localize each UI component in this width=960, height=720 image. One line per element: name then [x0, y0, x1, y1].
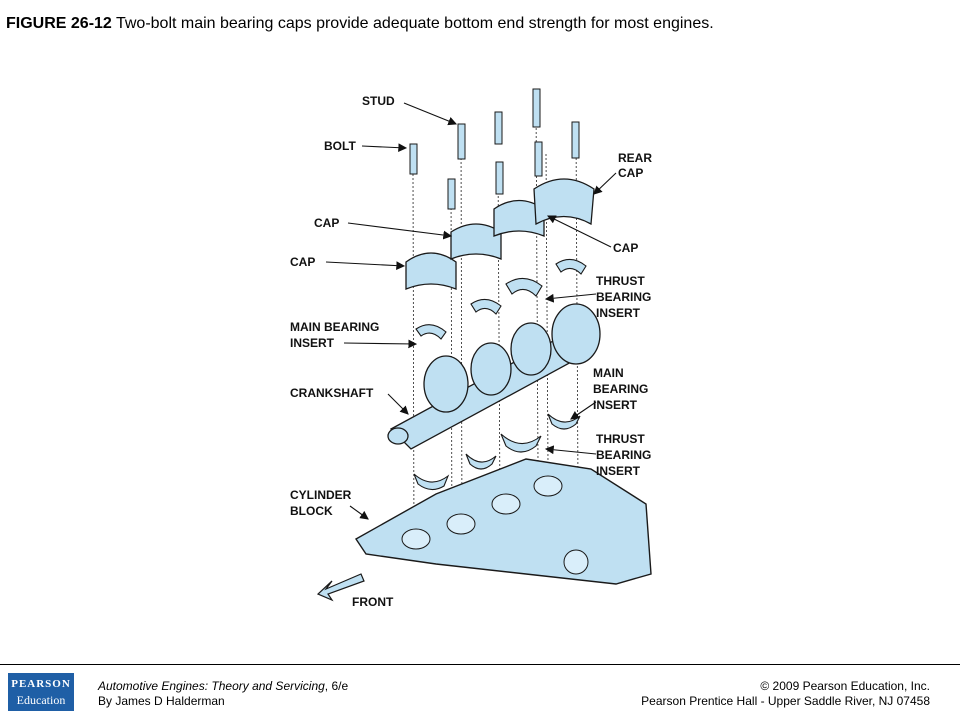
- label-main-left-2: INSERT: [290, 336, 335, 350]
- label-main-right-2: BEARING: [593, 382, 648, 396]
- pearson-logo: PEARSON Education: [8, 673, 74, 711]
- label-thrust-lower-3: INSERT: [596, 464, 641, 478]
- label-block-1: CYLINDER: [290, 488, 352, 502]
- exploded-engine-diagram: STUD BOLT CAP CAP CAP REAR CAP THRUST BE…: [286, 84, 662, 618]
- copyright-text: © 2009 Pearson Education, Inc.: [760, 679, 930, 693]
- label-crankshaft: CRANKSHAFT: [290, 386, 374, 400]
- figure-number: FIGURE 26-12: [6, 15, 112, 32]
- label-front: FRONT: [352, 595, 394, 609]
- label-bolt: BOLT: [324, 139, 356, 153]
- bolts-and-studs: [409, 88, 580, 210]
- label-rear-cap-2: CAP: [618, 166, 643, 180]
- label-thrust-lower-2: BEARING: [596, 448, 651, 462]
- caption-text: Two-bolt main bearing caps provide adequ…: [111, 15, 714, 32]
- label-main-right-3: INSERT: [593, 398, 638, 412]
- book-edition: , 6/e: [324, 679, 349, 693]
- label-main-right-1: MAIN: [593, 366, 624, 380]
- label-cap-upper: CAP: [314, 216, 339, 230]
- label-cap-right: CAP: [613, 241, 638, 255]
- footer-copyright: © 2009 Pearson Education, Inc. Pearson P…: [641, 679, 930, 709]
- front-arrow: [316, 573, 365, 602]
- label-stud: STUD: [362, 94, 395, 108]
- label-rear-cap-1: REAR: [618, 151, 652, 165]
- label-block-2: BLOCK: [290, 504, 333, 518]
- label-thrust-3: INSERT: [596, 306, 641, 320]
- label-thrust-2: BEARING: [596, 290, 651, 304]
- cylinder-block: [354, 458, 652, 585]
- label-main-left-1: MAIN BEARING: [290, 320, 379, 334]
- footer-book-info: Automotive Engines: Theory and Servicing…: [98, 679, 348, 709]
- logo-line-2: Education: [16, 693, 66, 707]
- book-author: By James D Halderman: [98, 694, 225, 708]
- footer-divider: [0, 664, 960, 665]
- logo-line-1: PEARSON: [11, 678, 71, 690]
- label-cap-lower: CAP: [290, 255, 315, 269]
- bearing-inserts: [413, 258, 587, 491]
- crankshaft: [387, 303, 601, 450]
- publisher-text: Pearson Prentice Hall - Upper Saddle Riv…: [641, 694, 930, 708]
- label-thrust-1: THRUST: [596, 274, 645, 288]
- label-thrust-lower-1: THRUST: [596, 432, 645, 446]
- book-title: Automotive Engines: Theory and Servicing: [98, 679, 325, 693]
- main-bearing-caps: [405, 178, 595, 290]
- figure-caption: FIGURE 26-12 Two-bolt main bearing caps …: [6, 14, 956, 34]
